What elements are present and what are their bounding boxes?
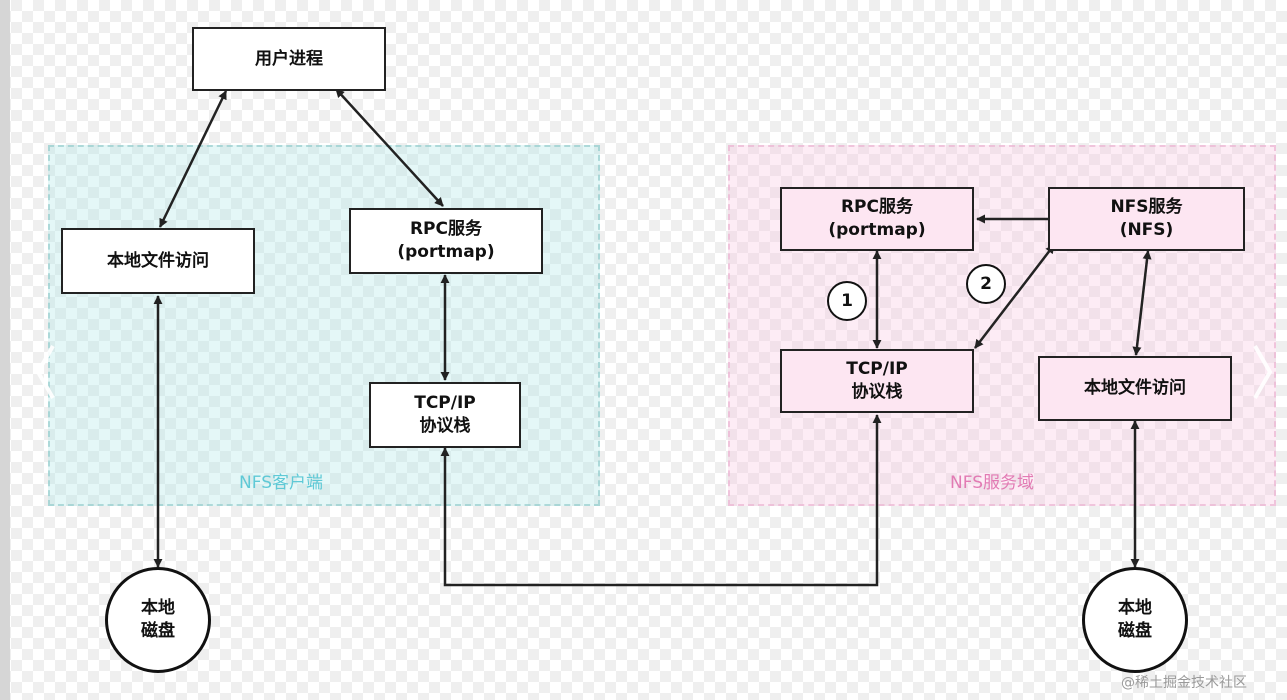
server-rpc-title: RPC服务: [840, 197, 913, 218]
client-disk-line2: 磁盘: [141, 621, 175, 641]
user-process-box: 用户进程: [192, 27, 386, 91]
window-edge-strip: [0, 0, 10, 700]
client-region-label: NFS客户端: [239, 473, 323, 493]
server-nfs-subtitle: (NFS): [1119, 220, 1174, 240]
server-disk-line1: 本地: [1118, 598, 1152, 619]
watermark: @稀土掘金技术社区: [1121, 675, 1247, 691]
user-process-label: 用户进程: [255, 48, 323, 69]
step-1-label: 1: [841, 291, 853, 311]
server-local-fs-box: 本地文件访问: [1038, 356, 1232, 421]
client-tcp-box: TCP/IP 协议栈: [369, 382, 521, 448]
server-rpc-box: RPC服务 (portmap): [780, 187, 974, 251]
server-region-label: NFS服务域: [950, 473, 1034, 493]
client-tcp-title: TCP/IP: [414, 393, 476, 414]
client-tcp-subtitle: 协议栈: [419, 416, 471, 436]
step-2-label: 2: [980, 274, 992, 294]
step-1-badge: 1: [827, 281, 867, 321]
client-rpc-subtitle: (portmap): [397, 242, 495, 262]
client-local-fs-label: 本地文件访问: [107, 250, 209, 271]
step-2-badge: 2: [966, 264, 1006, 304]
server-nfs-box: NFS服务 (NFS): [1048, 187, 1245, 251]
next-chevron-icon[interactable]: [1252, 342, 1274, 402]
server-local-fs-label: 本地文件访问: [1084, 378, 1186, 399]
client-rpc-title: RPC服务: [409, 219, 482, 240]
prev-chevron-icon[interactable]: [34, 342, 56, 402]
server-rpc-subtitle: (portmap): [828, 220, 926, 240]
client-rpc-box: RPC服务 (portmap): [349, 208, 543, 274]
server-disk: 本地 磁盘: [1082, 567, 1188, 673]
client-disk: 本地 磁盘: [105, 567, 211, 673]
client-local-fs-box: 本地文件访问: [61, 228, 255, 294]
server-tcp-box: TCP/IP 协议栈: [780, 349, 974, 413]
server-tcp-title: TCP/IP: [846, 359, 908, 380]
client-region: [48, 145, 600, 506]
server-nfs-title: NFS服务: [1110, 197, 1183, 218]
server-tcp-subtitle: 协议栈: [851, 382, 903, 402]
server-disk-line2: 磁盘: [1118, 621, 1152, 641]
client-disk-line1: 本地: [141, 598, 175, 619]
